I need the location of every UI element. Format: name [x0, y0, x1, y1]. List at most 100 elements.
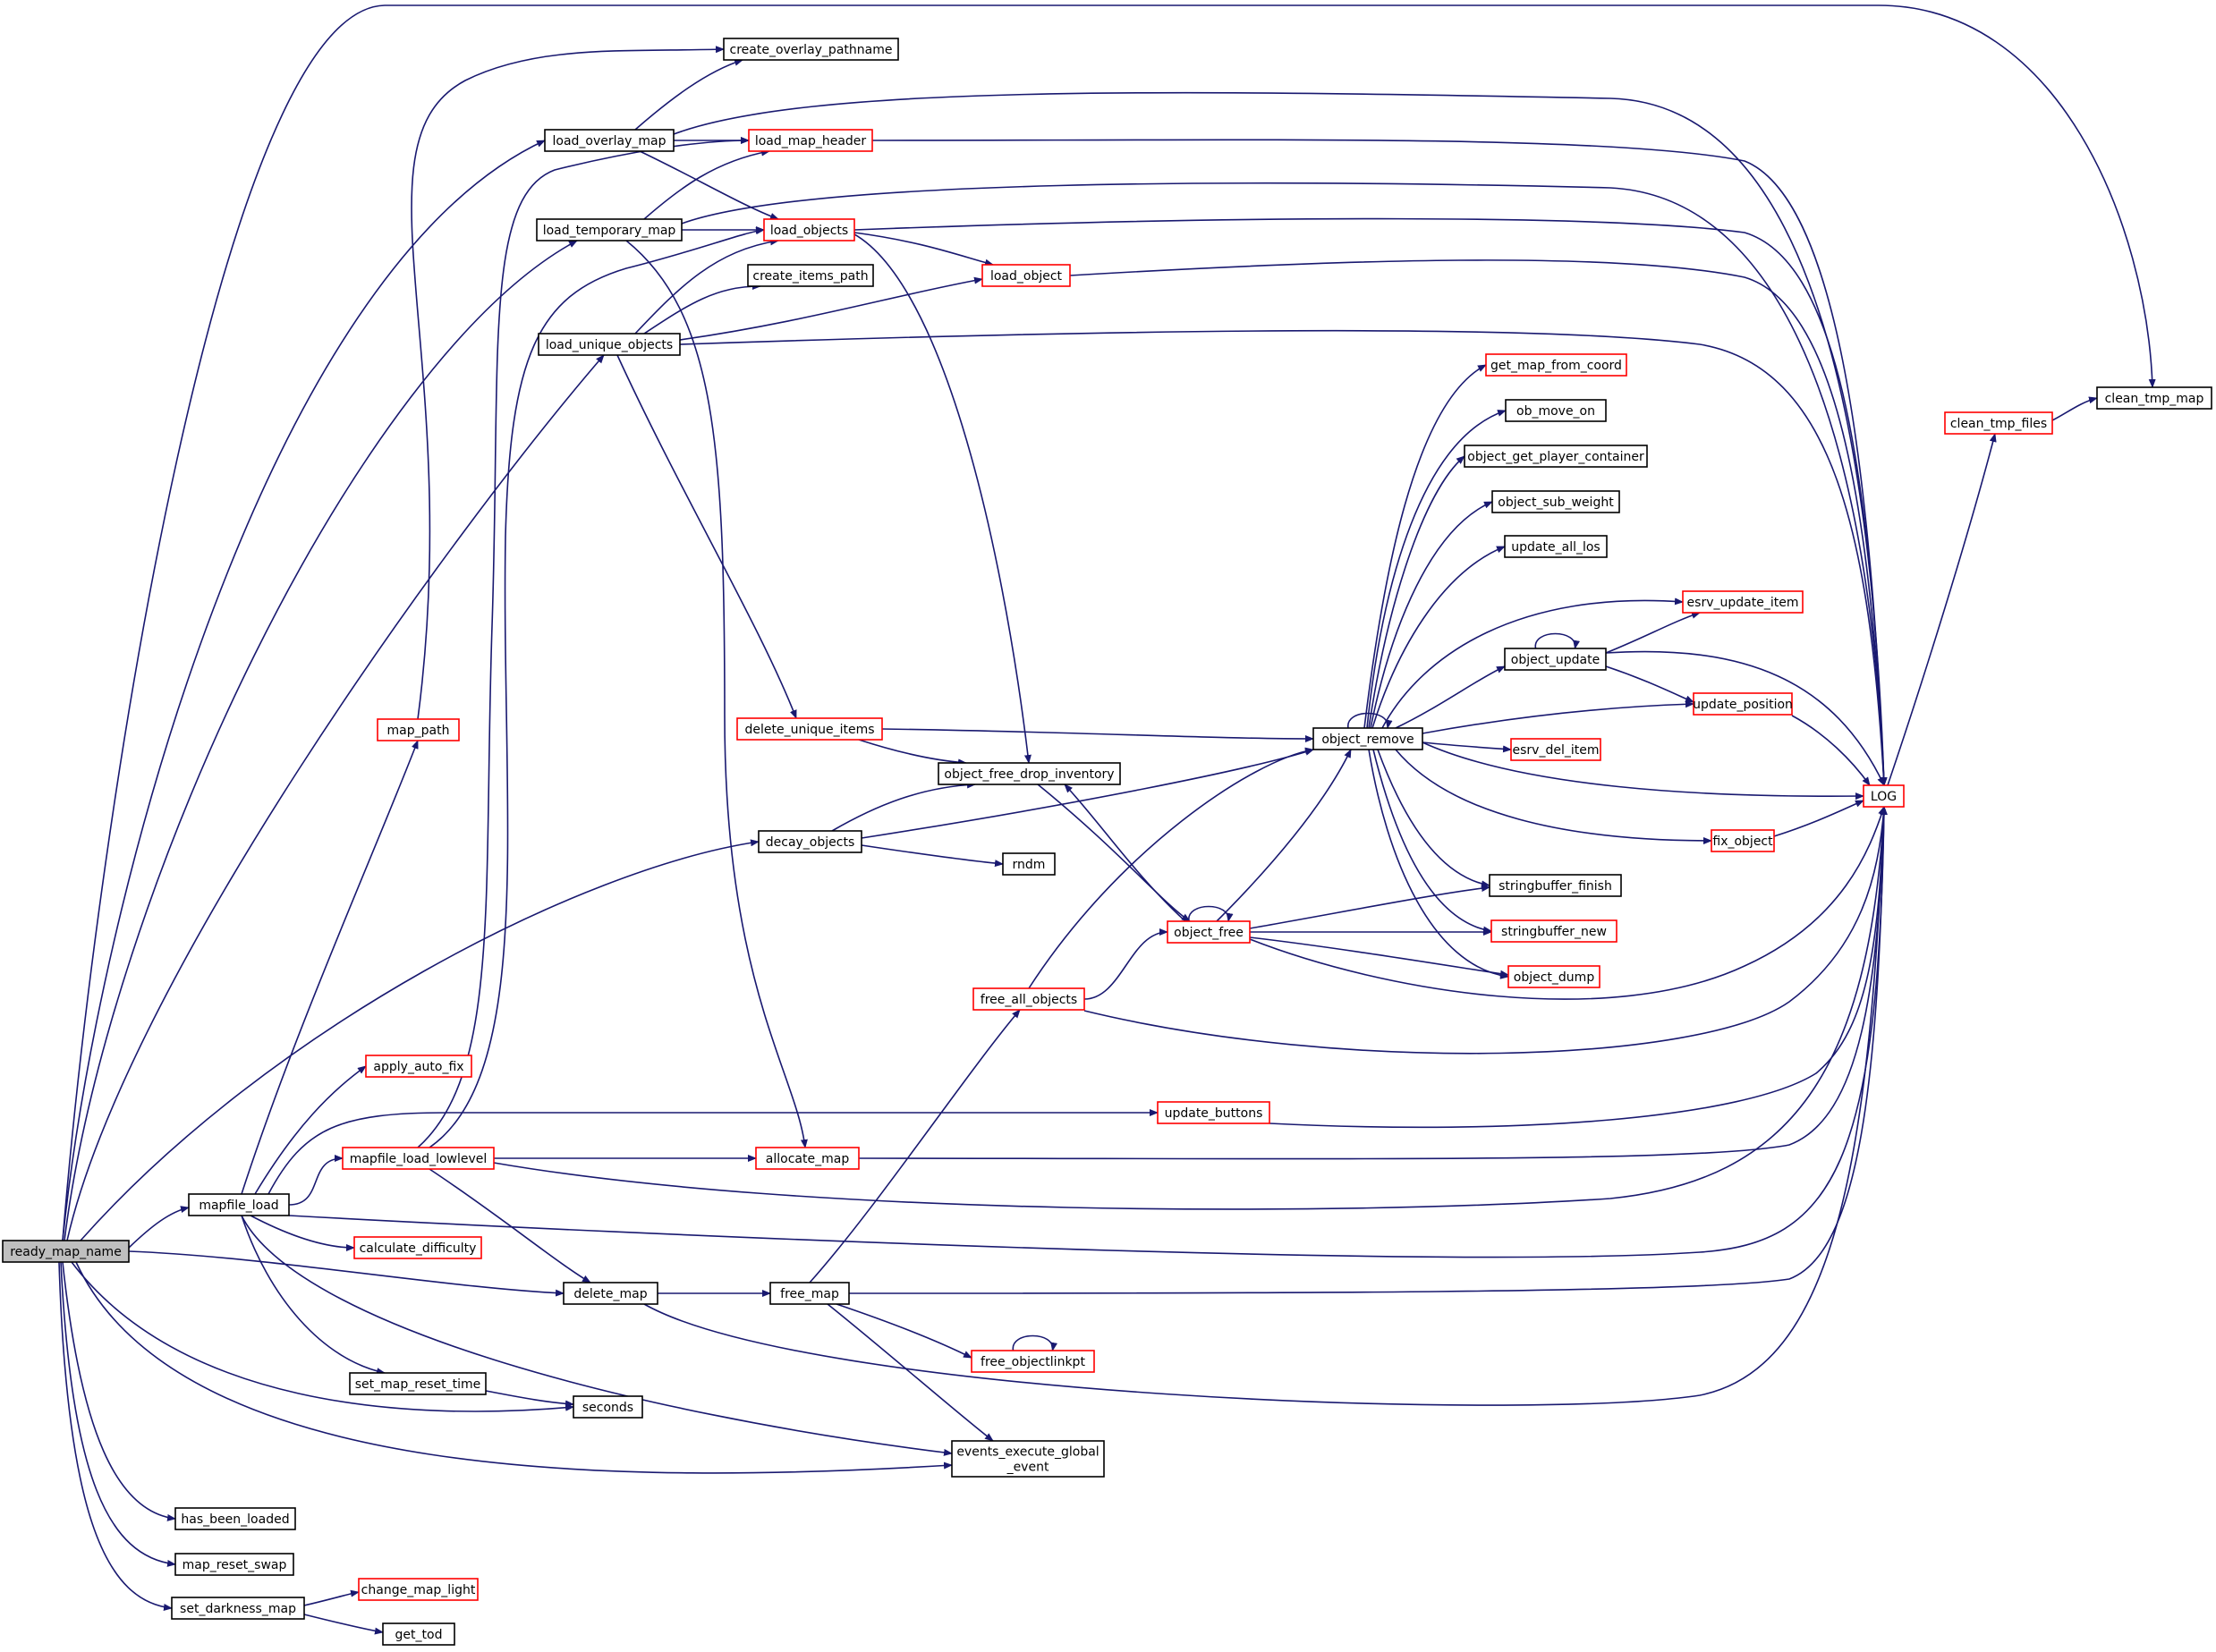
node-object-get-player-container[interactable]: object_get_player_container [1464, 445, 1648, 468]
edge-fix_object-to-LOG [1773, 800, 1864, 837]
node-label: delete_map [573, 1287, 647, 1301]
node-esrv-del-item[interactable]: esrv_del_item [1510, 738, 1601, 761]
node-label: change_map_light [361, 1583, 476, 1597]
edge-object_remove-to-update_all_los [1371, 546, 1506, 729]
node-update-buttons[interactable]: update_buttons [1157, 1101, 1270, 1124]
node-fix-object[interactable]: fix_object [1711, 829, 1775, 852]
node-label: object_update [1511, 653, 1600, 667]
edge-mapfile_load-to-map_path [241, 740, 419, 1195]
node-label: stringbuffer_new [1501, 925, 1607, 939]
edge-delete_unique_items-to-object_free_drop_inventory [858, 739, 967, 767]
node-load-objects[interactable]: load_objects [763, 218, 855, 241]
node-box [342, 1147, 495, 1170]
node-label: has_been_loaded [181, 1512, 289, 1527]
node-free-objectlinkpt[interactable]: free_objectlinkpt [971, 1350, 1095, 1373]
node-label: seconds [582, 1401, 633, 1415]
node-esrv-update-item[interactable]: esrv_update_item [1682, 590, 1804, 614]
edge-load_map_header-to-LOG [871, 139, 1888, 786]
node-calculate-difficulty[interactable]: calculate_difficulty [353, 1236, 482, 1259]
node-box [536, 218, 683, 241]
node-set-map-reset-time[interactable]: set_map_reset_time [349, 1372, 487, 1395]
node-object-remove[interactable]: object_remove [1312, 727, 1423, 750]
node-label: LOG [1871, 790, 1897, 804]
edge-mapfile_load_lowlevel-to-load_objects [429, 227, 765, 1148]
node-box [1464, 445, 1648, 468]
edge-object_remove-to-stringbuffer_new [1372, 749, 1492, 934]
node-object-free[interactable]: object_free [1167, 920, 1251, 944]
node-box [1157, 1101, 1270, 1124]
node-label: object_dump [1514, 970, 1595, 985]
node-stringbuffer-finish[interactable]: stringbuffer_finish [1489, 874, 1622, 897]
node-allocate-map[interactable]: allocate_map [755, 1147, 860, 1170]
node-stringbuffer-new[interactable]: stringbuffer_new [1490, 919, 1617, 943]
node-box [358, 1578, 479, 1601]
node-update-all-los[interactable]: update_all_los [1504, 535, 1608, 558]
node-rndm[interactable]: rndm [1002, 852, 1056, 876]
edge-object_remove-to-ob_move_on [1366, 410, 1507, 729]
node-map-path[interactable]: map_path [377, 718, 460, 741]
node-label: apply_auto_fix [373, 1060, 463, 1074]
node-box [349, 1372, 487, 1395]
node-label: create_overlay_pathname [730, 43, 893, 57]
node-set-darkness-map[interactable]: set_darkness_map [171, 1597, 305, 1620]
node-label: rndm [1013, 858, 1046, 872]
node-box [951, 1440, 1105, 1478]
node-object-update[interactable]: object_update [1504, 648, 1607, 671]
node-get-tod[interactable]: get_tod [382, 1622, 455, 1646]
node-load-temporary-map[interactable]: load_temporary_map [536, 218, 683, 241]
edge-allocate_map-to-LOG [858, 806, 1888, 1160]
node-clean-tmp-map[interactable]: clean_tmp_map [2096, 386, 2212, 410]
node-box [1682, 590, 1804, 614]
node-LOG[interactable]: LOG [1863, 784, 1905, 808]
node-box [2, 1240, 130, 1263]
node-label: object_free [1174, 926, 1244, 940]
node-label: object_remove [1321, 733, 1414, 747]
node-delete-unique-items[interactable]: delete_unique_items [736, 717, 883, 741]
node-mapfile-load[interactable]: mapfile_load [188, 1193, 290, 1216]
edge-free_map-to-events_execute_global_event [827, 1303, 994, 1442]
node-apply-auto-fix[interactable]: apply_auto_fix [365, 1055, 472, 1078]
edge-object_remove-to-object_update [1395, 665, 1506, 729]
node-ob-move-on[interactable]: ob_move_on [1505, 399, 1607, 422]
node-label: update_buttons [1165, 1106, 1263, 1121]
node-update-position[interactable]: update_position [1693, 692, 1793, 716]
node-change-map-light[interactable]: change_map_light [358, 1578, 479, 1601]
node-object-free-drop-inventory[interactable]: object_free_drop_inventory [938, 762, 1121, 785]
node-mapfile-load-lowlevel[interactable]: mapfile_load_lowlevel [342, 1147, 495, 1170]
node-get-map-from-coord[interactable]: get_map_from_coord [1485, 353, 1627, 377]
node-ready-map-name[interactable]: ready_map_name [2, 1240, 130, 1263]
edge-load_objects-to-object_free_drop_inventory [845, 229, 1032, 764]
node-delete-map[interactable]: delete_map [563, 1282, 658, 1305]
node-free-all-objects[interactable]: free_all_objects [972, 987, 1085, 1011]
node-free-map[interactable]: free_map [769, 1282, 850, 1305]
node-events-execute-global-event[interactable]: events_execute_global_event [951, 1440, 1105, 1478]
node-object-dump[interactable]: object_dump [1507, 965, 1600, 988]
node-box [573, 1395, 643, 1419]
node-create-overlay-pathname[interactable]: create_overlay_pathname [723, 38, 899, 61]
node-label: esrv_update_item [1687, 596, 1799, 610]
edge-ready_map_name-to-map_reset_swap [60, 1261, 176, 1567]
node-load-unique-objects[interactable]: load_unique_objects [538, 333, 681, 356]
node-label: fix_object [1712, 834, 1773, 849]
edge-object_free-to-LOG [1249, 806, 1885, 1000]
node-box [938, 762, 1121, 785]
node-clean-tmp-files[interactable]: clean_tmp_files [1944, 411, 2053, 435]
edge-mapfile_load_lowlevel-to-load_map_header [417, 137, 750, 1148]
node-map-reset-swap[interactable]: map_reset_swap [174, 1553, 294, 1576]
node-label: update_all_los [1511, 540, 1600, 555]
node-has-been-loaded[interactable]: has_been_loaded [174, 1507, 296, 1530]
node-load-object[interactable]: load_object [981, 264, 1071, 287]
node-label: object_get_player_container [1467, 450, 1644, 464]
node-create-items-path[interactable]: create_items_path [747, 264, 874, 287]
node-box [174, 1507, 296, 1530]
node-object-sub-weight[interactable]: object_sub_weight [1491, 490, 1620, 513]
node-load-overlay-map[interactable]: load_overlay_map [544, 129, 675, 152]
edge-ready_map_name-to-mapfile_load [128, 1206, 190, 1249]
node-seconds[interactable]: seconds [573, 1395, 643, 1419]
node-decay-objects[interactable]: decay_objects [758, 830, 862, 853]
edge-object_update-to-LOG [1605, 650, 1885, 786]
node-label: free_all_objects [981, 993, 1077, 1007]
edge-load_temporary_map-to-LOG [681, 182, 1888, 786]
edge-ready_map_name-to-delete_map [128, 1250, 565, 1297]
node-load-map-header[interactable]: load_map_header [748, 129, 873, 152]
